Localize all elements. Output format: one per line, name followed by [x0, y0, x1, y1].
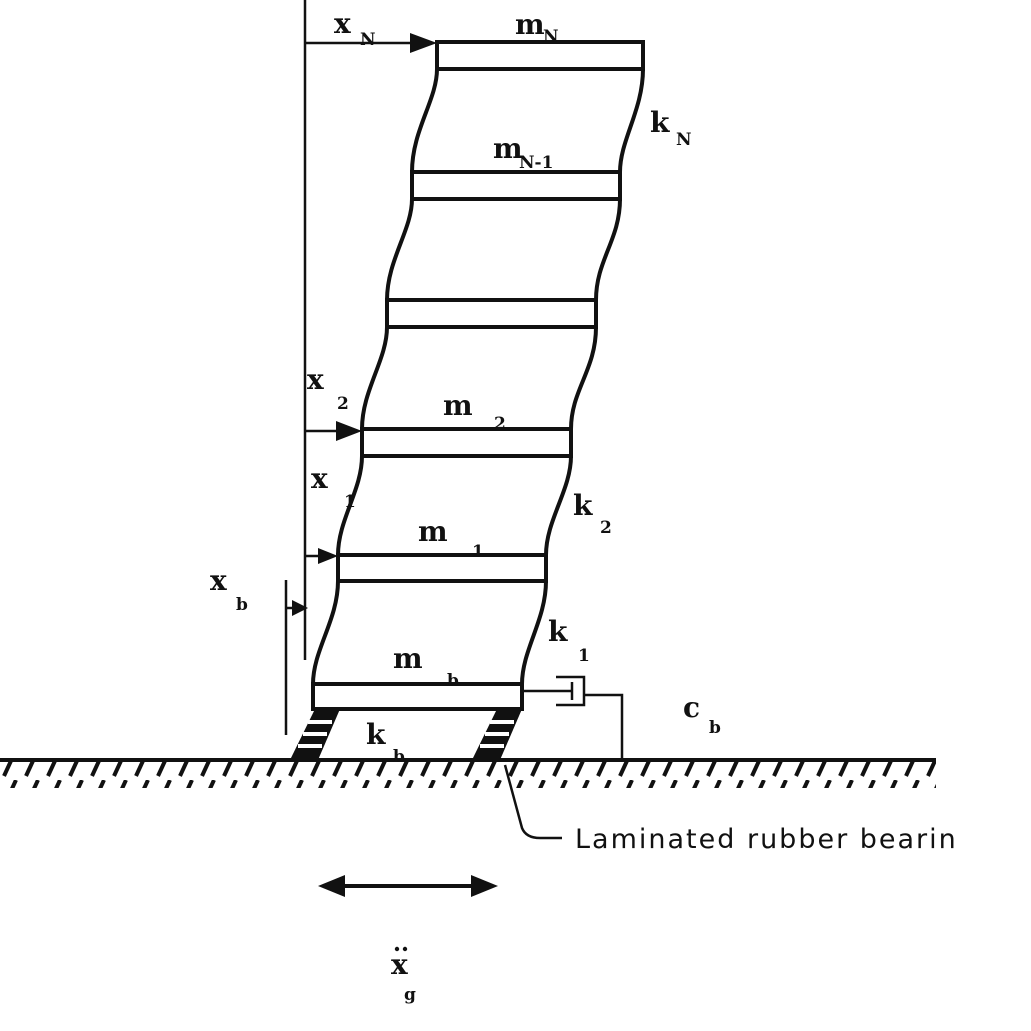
- label-xg: x: [391, 948, 408, 981]
- displacement-arrows: [286, 33, 437, 616]
- svg-text:1: 1: [344, 492, 356, 512]
- slab-m2: [360, 427, 573, 458]
- labels: x N m N k N m N-1 x 2 m 2 x 1 k 2 m 1 x …: [210, 7, 721, 1005]
- svg-text:N: N: [543, 27, 559, 47]
- arrow-xb-icon: [292, 600, 308, 616]
- label-k2: k: [573, 489, 593, 522]
- svg-text:2: 2: [494, 414, 506, 434]
- rubber-bearings: [290, 709, 522, 760]
- bearing-caption: Laminated rubber bearin: [575, 824, 958, 855]
- svg-text:b: b: [447, 671, 459, 691]
- slabs: [311, 40, 645, 711]
- label-xN: x: [334, 7, 351, 40]
- arrow-x2-icon: [336, 421, 362, 441]
- label-mN: m: [515, 8, 545, 41]
- arrow-xN-icon: [410, 33, 437, 53]
- label-x2: x: [307, 363, 324, 396]
- svg-text:2: 2: [600, 518, 612, 538]
- svg-text:b: b: [236, 595, 248, 615]
- slab-mb: [311, 682, 524, 711]
- label-m2: m: [443, 389, 473, 422]
- label-kN: k: [650, 106, 670, 139]
- label-mN-1: m: [493, 132, 523, 165]
- svg-text:1: 1: [472, 542, 484, 562]
- slab-m1: [336, 553, 548, 583]
- slab-m3: [385, 298, 598, 329]
- label-mb: m: [393, 642, 423, 675]
- svg-text:N: N: [676, 130, 692, 150]
- svg-text:2: 2: [337, 394, 349, 414]
- label-xb: x: [210, 564, 227, 597]
- label-m1: m: [418, 515, 448, 548]
- svg-text:1: 1: [578, 646, 590, 666]
- svg-text:b: b: [709, 718, 721, 738]
- label-cb: c: [683, 691, 700, 724]
- ground-motion-arrow-icon: [318, 875, 498, 897]
- slab-mN-1: [410, 170, 622, 201]
- svg-text:N-1: N-1: [519, 153, 553, 173]
- ground: [0, 758, 936, 788]
- svg-text:b: b: [393, 747, 405, 767]
- label-kb: k: [366, 718, 386, 751]
- arrow-x1-icon: [318, 548, 338, 564]
- bearing-leader-line: [503, 764, 562, 840]
- slab-mN: [435, 40, 645, 71]
- label-x1: x: [311, 462, 328, 495]
- columns: [311, 68, 645, 685]
- label-k1: k: [548, 615, 568, 648]
- svg-text:g: g: [404, 985, 416, 1005]
- damper: [522, 675, 624, 760]
- svg-text:N: N: [360, 30, 376, 50]
